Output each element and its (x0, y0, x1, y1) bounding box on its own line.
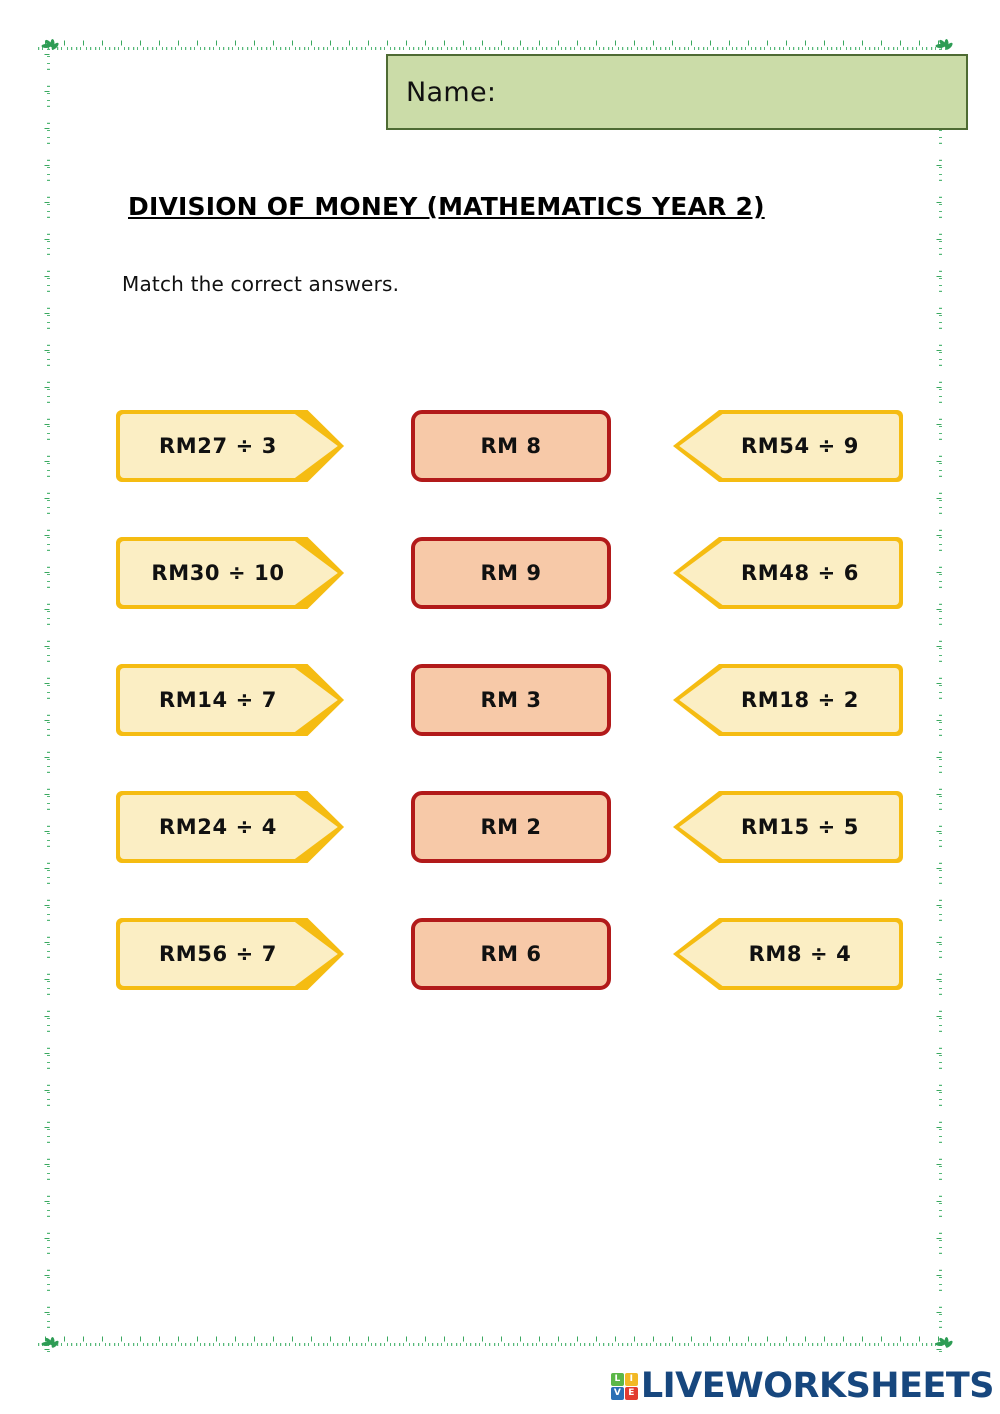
answer-box[interactable]: RM 3 (411, 664, 611, 736)
question-arrow-right-label: RM8 ÷ 4 (679, 922, 899, 986)
name-field[interactable]: Name: (386, 54, 968, 130)
question-arrow-left[interactable]: RM30 ÷ 10 (116, 537, 344, 609)
match-row: RM14 ÷ 7 RM 3 RM18 ÷ 2 (0, 656, 1000, 783)
match-row: RM56 ÷ 7 RM 6 RM8 ÷ 4 (0, 910, 1000, 1037)
question-arrow-right[interactable]: RM18 ÷ 2 (673, 664, 903, 736)
question-arrow-left-label: RM30 ÷ 10 (120, 541, 338, 605)
question-arrow-right[interactable]: RM15 ÷ 5 (673, 791, 903, 863)
answer-box[interactable]: RM 6 (411, 918, 611, 990)
logo-tile-v: V (610, 1386, 624, 1400)
question-arrow-right[interactable]: RM54 ÷ 9 (673, 410, 903, 482)
question-arrow-right-label: RM18 ÷ 2 (679, 668, 899, 732)
corner-ornament-bottom-left (33, 1331, 60, 1357)
match-row: RM24 ÷ 4 RM 2 RM15 ÷ 5 (0, 783, 1000, 910)
liveworksheets-logo-icon: L I V E (610, 1372, 638, 1400)
question-arrow-left-label: RM27 ÷ 3 (120, 414, 338, 478)
corner-ornament-top-left (33, 33, 60, 59)
liveworksheets-wordmark: LIVEWORKSHEETS (640, 1366, 995, 1406)
answer-box[interactable]: RM 9 (411, 537, 611, 609)
instruction-text: Match the correct answers. (122, 272, 400, 296)
question-arrow-right-label: RM48 ÷ 6 (679, 541, 899, 605)
logo-tile-l: L (610, 1372, 624, 1386)
matching-exercise-board: RM27 ÷ 3 RM 8 RM54 ÷ 9 RM30 ÷ 10 RM 9 RM… (0, 402, 1000, 1037)
question-arrow-left[interactable]: RM14 ÷ 7 (116, 664, 344, 736)
question-arrow-right-label: RM15 ÷ 5 (679, 795, 899, 859)
question-arrow-left-label: RM56 ÷ 7 (120, 922, 338, 986)
question-arrow-left[interactable]: RM24 ÷ 4 (116, 791, 344, 863)
match-row: RM30 ÷ 10 RM 9 RM48 ÷ 6 (0, 529, 1000, 656)
match-row: RM27 ÷ 3 RM 8 RM54 ÷ 9 (0, 402, 1000, 529)
question-arrow-left[interactable]: RM56 ÷ 7 (116, 918, 344, 990)
question-arrow-right[interactable]: RM8 ÷ 4 (673, 918, 903, 990)
answer-box[interactable]: RM 8 (411, 410, 611, 482)
footer-branding: L I V E LIVEWORKSHEETS (0, 1366, 1000, 1406)
answer-box[interactable]: RM 2 (411, 791, 611, 863)
border-bottom-pattern (36, 1332, 950, 1354)
logo-tile-e: E (624, 1386, 638, 1400)
question-arrow-right[interactable]: RM48 ÷ 6 (673, 537, 903, 609)
question-arrow-right-label: RM54 ÷ 9 (679, 414, 899, 478)
corner-ornament-bottom-right (927, 1331, 954, 1357)
name-field-label: Name: (406, 76, 497, 108)
question-arrow-left[interactable]: RM27 ÷ 3 (116, 410, 344, 482)
logo-tile-i: I (624, 1372, 638, 1386)
question-arrow-left-label: RM24 ÷ 4 (120, 795, 338, 859)
question-arrow-left-label: RM14 ÷ 7 (120, 668, 338, 732)
page-title: DIVISION OF MONEY (MATHEMATICS YEAR 2) (128, 192, 765, 221)
